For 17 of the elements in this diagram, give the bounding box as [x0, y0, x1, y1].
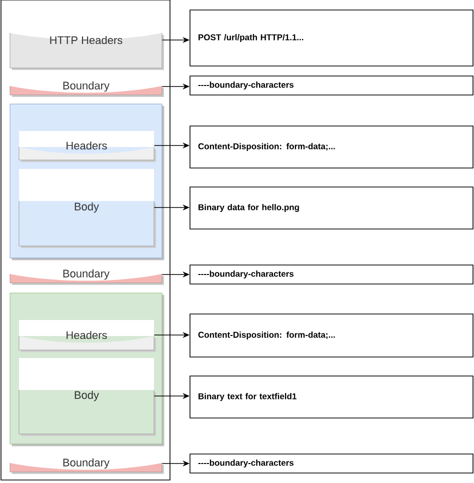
- container-frame: [0, 0, 170, 480]
- section-box: HTTP Headers: [10, 12, 164, 70]
- section-box: Boundary: [10, 78, 164, 97]
- content-box: Binary text for textfield1: [190, 376, 474, 418]
- content-box: ----boundary-characters: [190, 76, 474, 96]
- content-box: ----boundary-characters: [190, 264, 474, 284]
- section-box: Body: [18, 169, 156, 248]
- content-box: POST /url/path HTTP/1.1...: [190, 10, 474, 66]
- content-box: ----boundary-characters: [190, 454, 474, 474]
- content-box: Content-Disposition: form-data;...: [190, 126, 474, 168]
- section-box: Boundary: [10, 455, 164, 474]
- section-box: Body: [18, 358, 156, 436]
- content-box: Content-Disposition: form-data;...: [190, 314, 474, 358]
- section-box: Headers: [18, 320, 156, 352]
- section-box: Boundary: [10, 266, 164, 285]
- content-box: Binary data for hello.png: [190, 186, 474, 230]
- section-box: Headers: [18, 131, 156, 162]
